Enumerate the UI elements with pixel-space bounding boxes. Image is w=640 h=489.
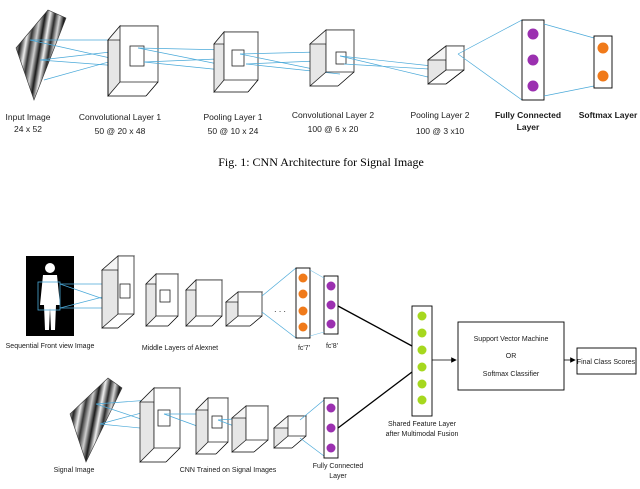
signal-fc-node	[326, 423, 336, 433]
pool1-title: Pooling Layer 1	[203, 112, 262, 122]
alexnet-block-3	[185, 279, 223, 327]
final-scores-label: Final Class Scores	[577, 359, 636, 366]
signal-cnn-block-4	[272, 415, 308, 449]
input-signal-image	[15, 9, 67, 101]
signal-fc-column	[323, 397, 339, 459]
signal-image	[69, 377, 123, 463]
shared-label-line1: Shared Feature Layer	[388, 421, 457, 428]
front-view-image	[26, 256, 74, 336]
fc7-projection	[261, 267, 297, 339]
signal-cnn-block-3	[230, 405, 270, 453]
pool2-title: Pooling Layer 2	[410, 110, 469, 120]
figure-2-diagram: . . . Sequential Front view Image Middle…	[6, 255, 637, 480]
fc-title-line2: Layer	[517, 122, 540, 132]
signal-fc-label-line1: Fully Connected	[313, 463, 364, 470]
pool2-dims: 100 @ 3 x10	[416, 126, 465, 136]
softmax-node	[597, 70, 609, 82]
conv2-title: Convolutional Layer 2	[292, 110, 374, 120]
fc-node	[527, 28, 539, 40]
alexnet-block-4	[224, 291, 264, 327]
signal-image-label: Signal Image	[54, 467, 95, 474]
signal-fc-node	[326, 403, 336, 413]
softmax-classifier-label: Softmax Classifier	[483, 371, 540, 378]
final-scores-box	[576, 347, 637, 375]
figure-1-caption: Fig. 1: CNN Architecture for Signal Imag…	[218, 155, 424, 169]
signal-cnn-block-2	[195, 397, 229, 455]
fc8-node	[326, 281, 336, 291]
shared-node	[417, 328, 427, 338]
shared-node	[417, 379, 427, 389]
shared-feature-column	[411, 305, 433, 417]
signal-cnn-block-1	[139, 387, 181, 463]
signal-fc-node	[326, 443, 336, 453]
pool-layer-1-block	[213, 30, 259, 94]
fc7-node	[298, 306, 308, 316]
alexnet-block-2	[145, 273, 179, 327]
softmax-layer-column	[593, 35, 613, 89]
signal-fc-projection	[299, 399, 325, 457]
shared-node	[417, 362, 427, 372]
shared-node	[417, 395, 427, 405]
fc7-node	[298, 289, 308, 299]
fc-title-line1: Fully Connected	[495, 110, 561, 120]
fc7-fc8-links	[309, 269, 325, 337]
svm-label: Support Vector Machine	[474, 336, 549, 343]
softmax-node	[597, 42, 609, 54]
fc8-column	[323, 275, 339, 335]
fc-node	[527, 80, 539, 92]
classifier-box	[457, 321, 565, 391]
or-label: OR	[506, 353, 517, 360]
conv1-dims: 50 @ 20 x 48	[95, 126, 146, 136]
shared-node	[417, 311, 427, 321]
fc7-column	[295, 267, 311, 339]
figure-1-diagram: Input Image 24 x 52 Convolutional Layer …	[6, 9, 638, 136]
front-image-label: Sequential Front view Image	[6, 343, 95, 350]
conv2-dims: 100 @ 6 x 20	[308, 124, 359, 134]
pool1-dims: 50 @ 10 x 24	[208, 126, 259, 136]
conv-layer-1-block	[107, 24, 159, 98]
cnn-trained-label: CNN Trained on Signal Images	[180, 467, 277, 474]
fc7-label: fc'7'	[298, 345, 310, 352]
softmax-title: Softmax Layer	[579, 110, 638, 120]
fc8-to-shared-arrow	[337, 305, 413, 347]
alexnet-block-1	[100, 255, 136, 329]
signal-fc-label-line2: Layer	[329, 473, 347, 480]
conv-layer-2-block	[308, 29, 356, 87]
conv1-title: Convolutional Layer 1	[79, 112, 161, 122]
signalfc-to-shared-arrow	[337, 371, 413, 429]
shared-label-line2: after Multimodal Fusion	[386, 431, 459, 438]
projection-lines-6	[543, 23, 595, 97]
shared-node	[417, 345, 427, 355]
input-image-dims: 24 x 52	[14, 124, 42, 134]
projection-lines-5	[457, 19, 523, 101]
alexnet-dots: . . .	[274, 304, 286, 314]
fc7-node	[298, 273, 308, 283]
fc7-node	[298, 322, 308, 332]
pool-layer-2-block	[426, 45, 466, 85]
alexnet-label: Middle Layers of Alexnet	[142, 345, 218, 352]
fc8-node	[326, 300, 336, 310]
fc8-label: fc'8'	[326, 343, 338, 350]
fc-layer-column	[521, 19, 545, 101]
input-image-title: Input Image	[6, 112, 51, 122]
fc-node	[527, 54, 539, 66]
fc8-node	[326, 319, 336, 329]
